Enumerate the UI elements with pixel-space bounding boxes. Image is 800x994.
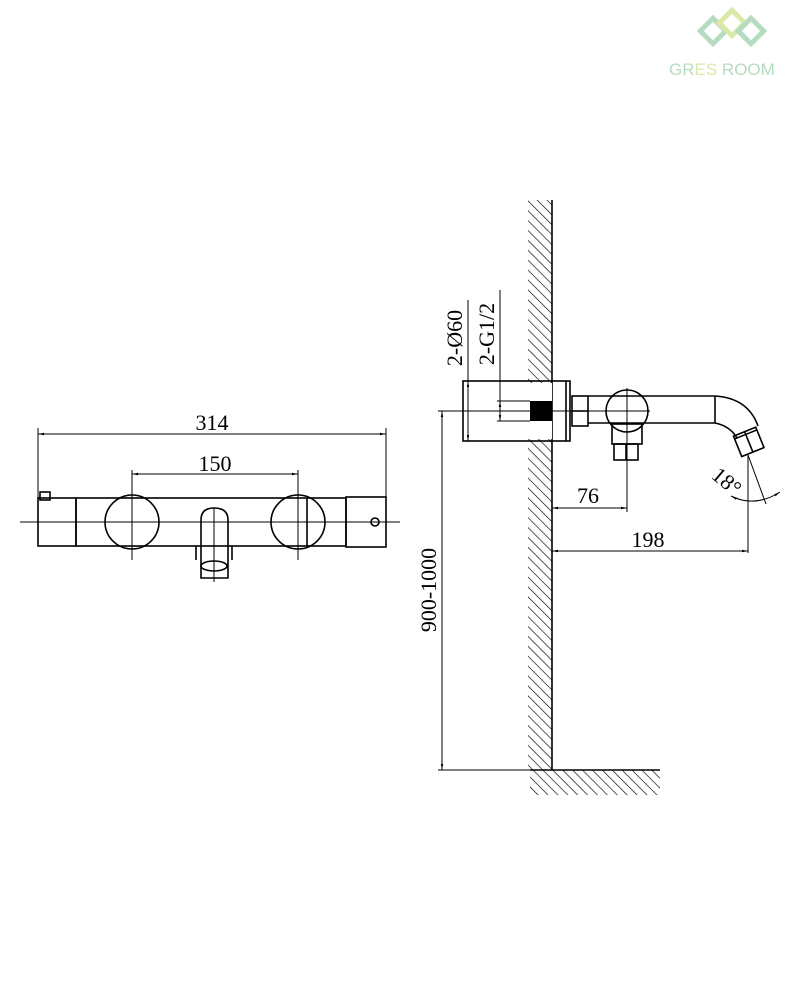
dim-314-label: 314 bbox=[196, 410, 229, 435]
dim-flange-label: 2-Ø60 bbox=[442, 310, 467, 366]
front-view: 314 150 bbox=[20, 410, 400, 582]
dim-76-label: 76 bbox=[577, 483, 599, 508]
dim-900-1000-label: 900-1000 bbox=[416, 548, 441, 632]
gres-room-logo: GRES ROOM bbox=[669, 6, 775, 79]
dim-150-label: 150 bbox=[199, 451, 232, 476]
logo-text: GRES ROOM bbox=[669, 60, 775, 79]
dim-thread-label: 2-G1/2 bbox=[474, 303, 499, 365]
safety-button bbox=[39, 491, 51, 501]
floor-hatch bbox=[530, 770, 660, 795]
wall-hatch bbox=[528, 200, 552, 770]
logo-diamond-right bbox=[734, 14, 768, 48]
dim-198-label: 198 bbox=[632, 527, 665, 552]
side-view: 18° 76 198 900-1000 2-Ø60 2-G1/2 bbox=[416, 200, 781, 795]
angle-18-label: 18° bbox=[707, 462, 747, 501]
